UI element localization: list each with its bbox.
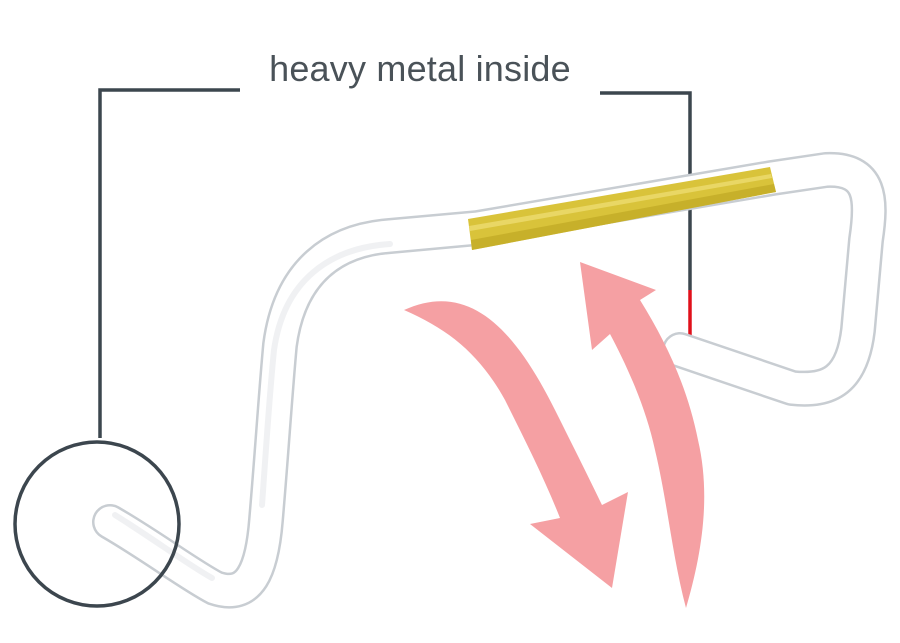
tube-body bbox=[94, 154, 885, 607]
leader-lines bbox=[98, 88, 692, 438]
yellow-band-shade bbox=[471, 184, 776, 250]
up-arrow bbox=[580, 262, 705, 608]
caption-heavy-metal-inside: heavy metal inside bbox=[269, 48, 571, 89]
hurdle-tube bbox=[92, 151, 887, 609]
detail-circle bbox=[13, 440, 181, 608]
yellow-band-glow bbox=[469, 174, 772, 231]
down-arrow bbox=[404, 301, 628, 588]
right-leader-line bbox=[600, 91, 692, 290]
motion-arrows bbox=[404, 262, 705, 608]
left-leader-line bbox=[98, 88, 240, 438]
tube-highlight bbox=[112, 241, 393, 581]
